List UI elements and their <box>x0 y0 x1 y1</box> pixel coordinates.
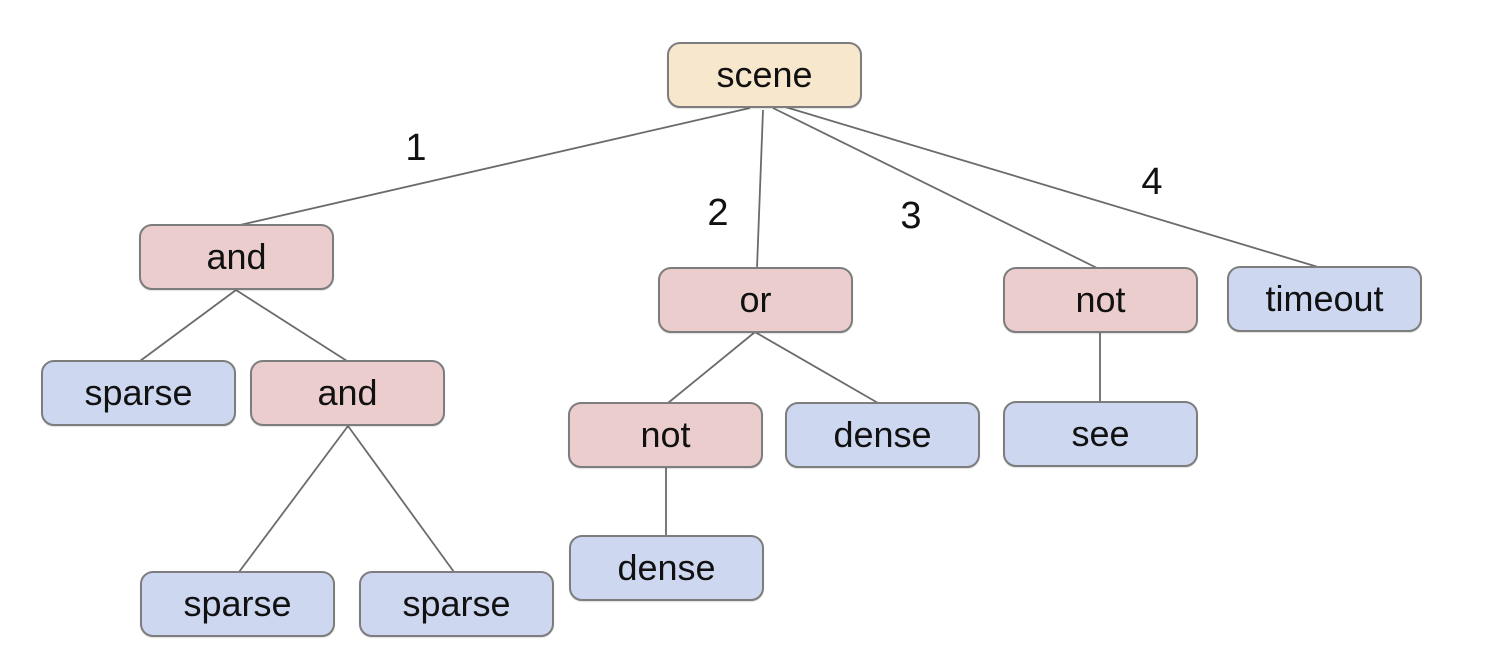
node-timeout: timeout <box>1227 266 1422 332</box>
edge-scene-timeout <box>781 105 1319 268</box>
node-sparse-2: sparse <box>140 571 335 637</box>
node-not-2: not <box>568 402 763 468</box>
node-sparse-1: sparse <box>41 360 236 426</box>
node-scene: scene <box>667 42 862 108</box>
edge-scene-or <box>756 109 764 269</box>
edge-label-4: 4 <box>1141 161 1163 203</box>
node-dense-1: dense <box>785 402 980 468</box>
edge-and-and <box>235 289 348 362</box>
node-dense-2: dense <box>569 535 764 601</box>
node-sparse-3: sparse <box>359 571 554 637</box>
edge-scene-not <box>772 107 1098 269</box>
edge-label-1: 1 <box>405 127 427 169</box>
node-or: or <box>658 267 853 333</box>
edge-and2-sparse3 <box>347 425 455 573</box>
node-and-2: and <box>250 360 445 426</box>
edge-or-not <box>667 331 756 404</box>
node-and-1: and <box>139 224 334 290</box>
edge-label-2: 2 <box>707 192 729 234</box>
edge-label-3: 3 <box>900 195 922 237</box>
edge-scene-and <box>239 107 751 226</box>
edge-or-dense <box>754 331 879 404</box>
node-not-1: not <box>1003 267 1198 333</box>
edge-and2-sparse2 <box>238 425 349 573</box>
node-see: see <box>1003 401 1198 467</box>
edge-and-sparse <box>139 289 237 362</box>
